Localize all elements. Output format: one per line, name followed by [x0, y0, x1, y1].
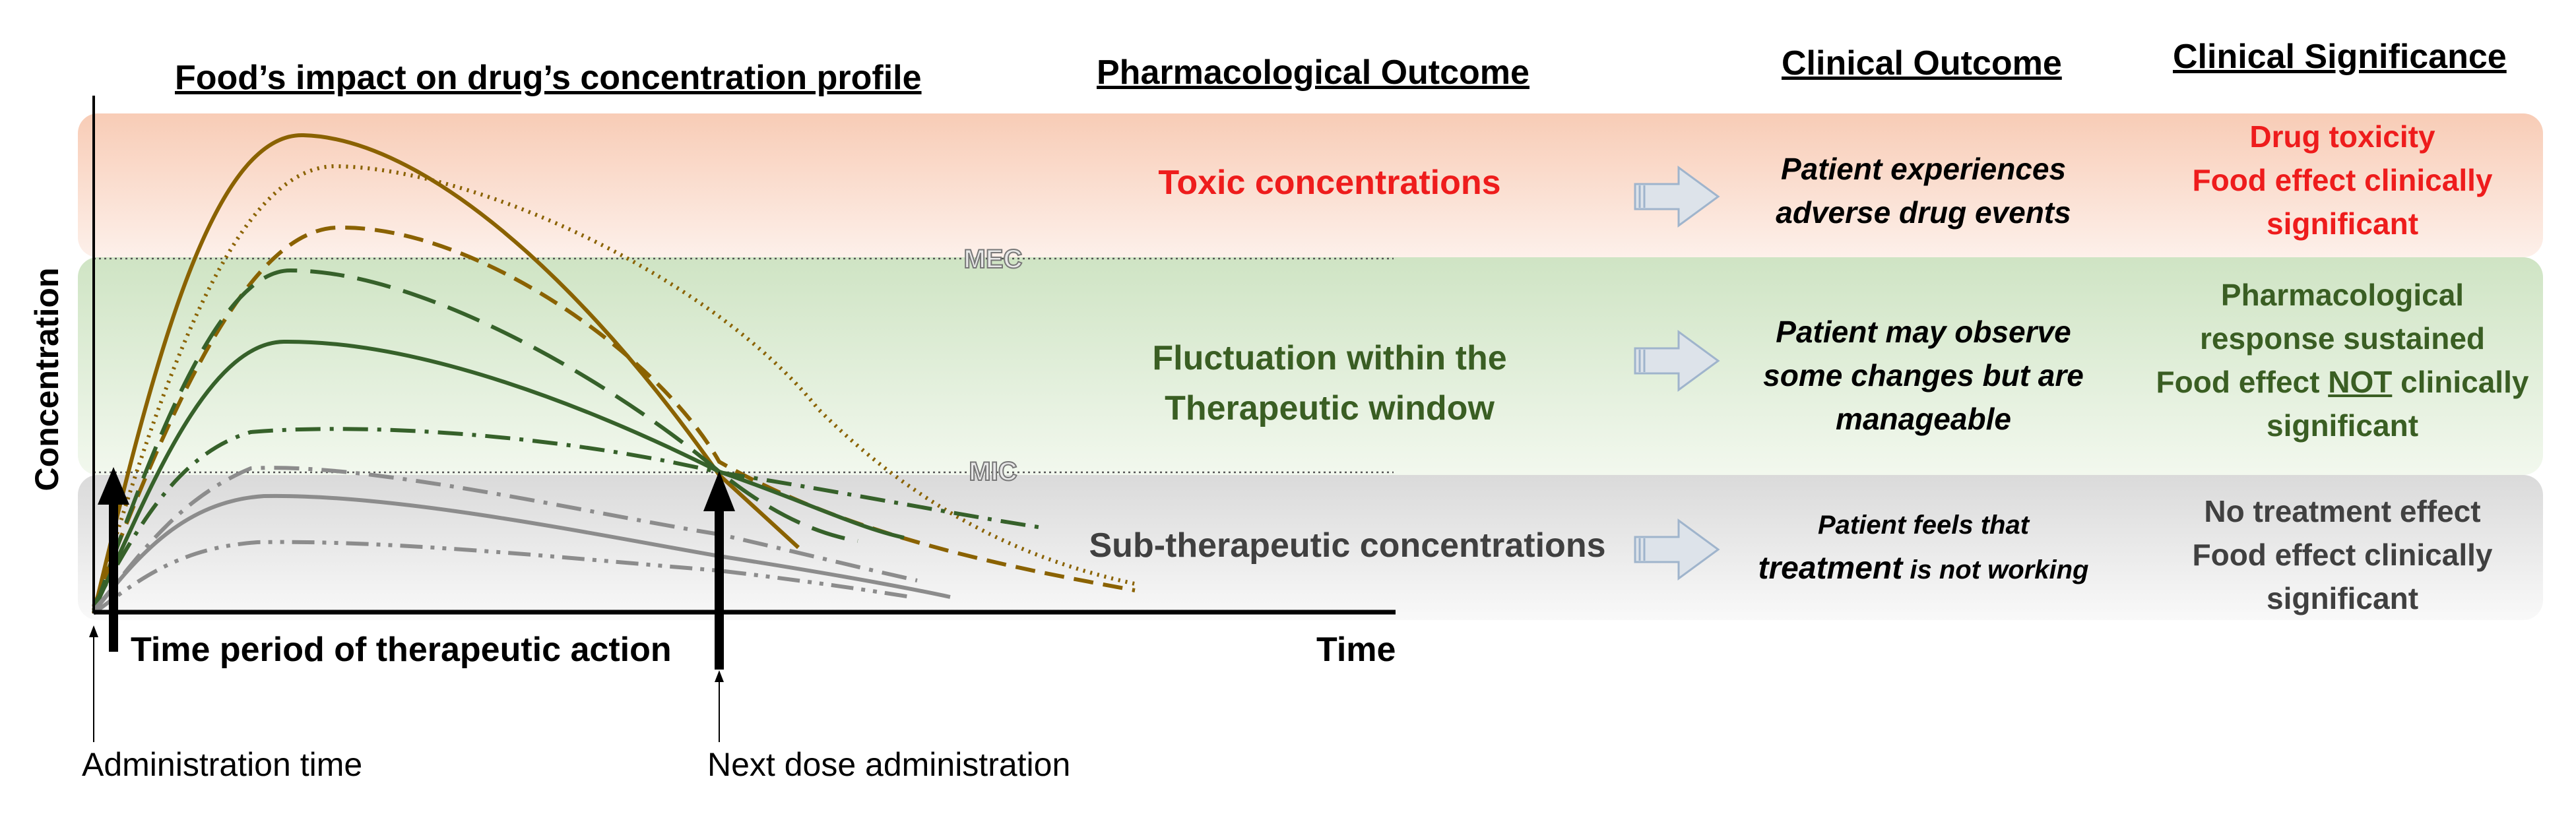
therapeutic-period-label: Time period of therapeutic action — [131, 631, 672, 669]
therapeutic-curve-dashdot — [92, 427, 1043, 607]
significance-subtherapeutic: No treatment effect Food effect clinical… — [2138, 489, 2547, 620]
sig-sub-line-3: significant — [2266, 581, 2419, 615]
pharm-outcome-subtherapeutic: Sub-therapeutic concentrations — [1064, 526, 1631, 565]
outcome-toxic-line-1: Patient experiences — [1780, 152, 2067, 186]
outcome-therapeutic-line-3: manageable — [1836, 402, 2011, 436]
outcome-sub-line-2: treatment is not working — [1732, 547, 2115, 592]
sig-toxic-line-2: Food effect clinically — [2192, 163, 2493, 197]
header-pharmacological-outcome: Pharmacological Outcome — [1097, 53, 1530, 92]
clinical-outcome-toxic: Patient experiences adverse drug events — [1732, 147, 2115, 234]
y-axis-label: Concentration — [28, 268, 65, 491]
sig-toxic-line-3: significant — [2266, 206, 2419, 241]
therapeutic-curve-solid — [92, 339, 905, 612]
sub-curve-dashdotdot — [92, 540, 911, 615]
pharm-sub-line: Sub-therapeutic concentrations — [1089, 526, 1606, 565]
sig-sub-line-1: No treatment effect — [2204, 494, 2481, 528]
pharm-therapeutic-line-1: Fluctuation within the — [1152, 339, 1507, 377]
next-dose-label: Next dose administration — [707, 746, 1071, 783]
sig-therapeutic-clinically: clinically — [2400, 365, 2529, 399]
toxic-curve-solid — [92, 133, 800, 614]
outcome-sub-rest: is not working — [1910, 555, 2089, 584]
toxic-band — [78, 113, 2543, 257]
pharm-toxic-line: Toxic concentrations — [1158, 164, 1501, 202]
therapeutic-end-arrow-head — [703, 471, 735, 511]
sig-therapeutic-line-2: response sustained — [2199, 321, 2486, 356]
subtherapeutic-arrow-icon — [1634, 518, 1720, 581]
outcome-sub-emphasis: treatment — [1758, 551, 1903, 586]
sig-therapeutic-not: NOT — [2328, 365, 2393, 399]
therapeutic-band — [78, 257, 2543, 475]
therapeutic-start-arrow-head — [98, 467, 129, 505]
mec-label: MEC — [964, 245, 1023, 274]
administration-time-label: Administration time — [82, 746, 363, 783]
sig-toxic-line-1: Drug toxicity — [2249, 119, 2435, 154]
header-clinical-significance: Clinical Significance — [2173, 38, 2507, 76]
sub-curve-dashdot — [92, 466, 918, 612]
sub-curve-solid — [92, 493, 951, 613]
sig-therapeutic-food-effect: Food effect — [2156, 365, 2320, 399]
subtherapeutic-band — [78, 475, 2543, 620]
sig-therapeutic-line-4: significant — [2266, 408, 2419, 443]
significance-therapeutic: Pharmacological response sustained Food … — [2138, 273, 2547, 447]
sig-sub-line-2: Food effect clinically — [2192, 538, 2493, 572]
mic-label: MIC — [969, 457, 1017, 486]
clinical-outcome-therapeutic: Patient may observe some changes but are… — [1732, 310, 2115, 441]
therapeutic-arrow-icon — [1634, 330, 1720, 392]
pharm-outcome-therapeutic: Fluctuation within the Therapeutic windo… — [1069, 333, 1590, 433]
pharm-therapeutic-line-2: Therapeutic window — [1165, 389, 1495, 427]
therapeutic-curve-longdash — [92, 268, 858, 613]
outcome-sub-line-1: Patient feels that — [1817, 511, 2030, 540]
x-axis-label: Time — [1316, 631, 1396, 669]
sig-therapeutic-line-3: Food effect NOT clinically — [2138, 360, 2547, 404]
significance-toxic: Drug toxicity Food effect clinically sig… — [2138, 115, 2547, 245]
toxic-curve-dotted — [92, 164, 1136, 611]
outcome-therapeutic-line-1: Patient may observe — [1776, 315, 2071, 349]
toxic-arrow-icon — [1634, 166, 1720, 228]
header-profile: Food’s impact on drug’s concentration pr… — [175, 59, 922, 97]
outcome-toxic-line-2: adverse drug events — [1776, 195, 2071, 230]
header-clinical-outcome: Clinical Outcome — [1782, 44, 2062, 82]
clinical-outcome-subtherapeutic: Patient feels that treatment is not work… — [1732, 503, 2115, 592]
administration-pointer-head — [89, 625, 98, 637]
outcome-therapeutic-line-2: some changes but are — [1763, 358, 2084, 392]
sig-therapeutic-line-1: Pharmacological — [2220, 278, 2464, 312]
next-dose-pointer-head — [715, 670, 724, 682]
pharm-outcome-toxic: Toxic concentrations — [1069, 163, 1590, 203]
toxic-curve-dashed — [92, 225, 1136, 608]
